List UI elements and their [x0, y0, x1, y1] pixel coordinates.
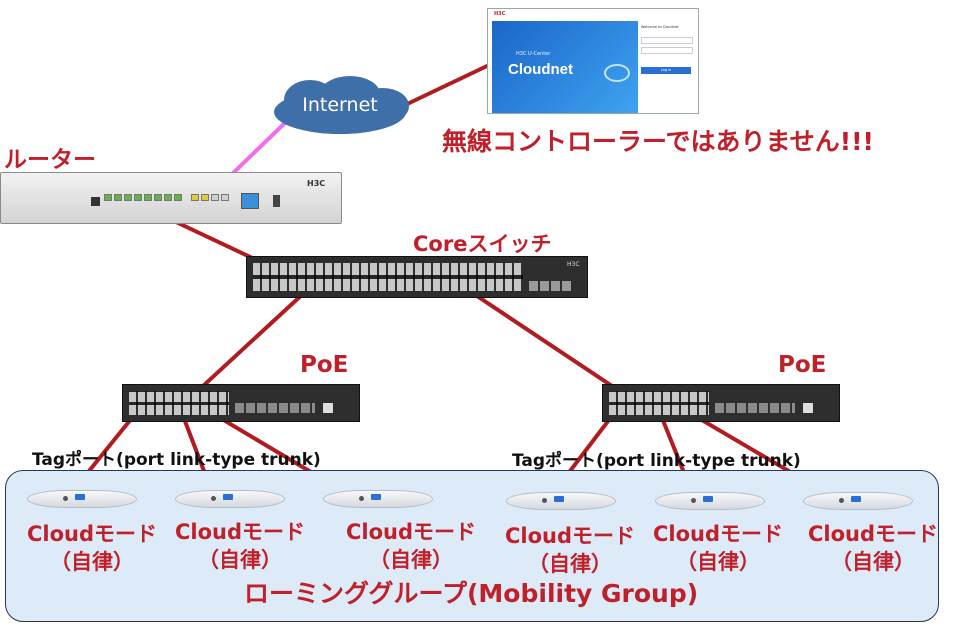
warning-text: 無線コントローラーではありません!!!: [442, 127, 874, 156]
ap-mode: Cloudモード: [26, 522, 158, 546]
poe-right-console: [803, 403, 813, 413]
ap-mode: Cloudモード: [652, 522, 784, 546]
access-point-1: [27, 488, 137, 514]
access-point-4: [506, 490, 616, 516]
poe-right-sfp: [715, 403, 795, 413]
ap-label-5: Cloudモード （自律）: [648, 520, 788, 576]
ap-sub: （自律）: [50, 550, 134, 574]
cloud-outline-icon: [604, 64, 630, 82]
cloudnet-hero: H3C U-Center Cloudnet: [492, 21, 638, 113]
access-point-5: [655, 490, 765, 516]
router-console-port: [241, 193, 259, 209]
poe-right-ports: [609, 391, 709, 415]
core-switch: H3C: [246, 256, 588, 298]
ap-mode: Cloudモード: [807, 522, 939, 546]
cloudnet-user-field: [641, 37, 693, 44]
router-device: H3C: [0, 172, 342, 224]
poe-left-sfp: [235, 403, 315, 413]
ap-mode: Cloudモード: [504, 524, 636, 548]
poe-right-label: PoE: [778, 352, 827, 378]
core-switch-ports: [253, 263, 523, 291]
core-switch-brand: H3C: [567, 261, 580, 268]
cloudnet-login-panel: Welcome to Cloudnet Log in: [638, 21, 696, 113]
ap-mode: Cloudモード: [345, 520, 477, 544]
ap-sub: （自律）: [831, 550, 915, 574]
router-usb-port: [273, 195, 280, 207]
ap-sub: （自律）: [528, 552, 612, 576]
ap-sub: （自律）: [369, 548, 453, 572]
access-point-3: [323, 488, 433, 514]
ap-label-6: Cloudモード （自律）: [803, 520, 943, 576]
cloudnet-pass-field: [641, 47, 693, 54]
ap-label-3: Cloudモード （自律）: [341, 518, 481, 574]
ap-label-2: Cloudモード （自律）: [170, 518, 310, 574]
cloud-icon: [274, 76, 409, 134]
router-brand: H3C: [307, 179, 326, 188]
core-switch-label: Coreスイッチ: [413, 232, 552, 256]
ap-label-4: Cloudモード （自律）: [500, 522, 640, 578]
ap-mode: Cloudモード: [174, 520, 306, 544]
cloudnet-screenshot: H3C H3C U-Center Cloudnet Welcome to Clo…: [487, 8, 699, 114]
trunk-left-label: Tagポート(port link-type trunk): [32, 450, 321, 470]
access-point-6: [803, 490, 913, 516]
router-lan-ports: [104, 194, 182, 201]
cloudnet-login-button: Log in: [641, 67, 691, 74]
access-point-2: [175, 488, 285, 514]
router-wan-ports: [191, 194, 229, 201]
poe-left-console: [323, 403, 333, 413]
poe-left-label: PoE: [300, 352, 349, 378]
roaming-group-box: [5, 470, 939, 622]
trunk-right-label: Tagポート(port link-type trunk): [512, 451, 801, 471]
cloudnet-brand: H3C: [494, 11, 506, 17]
router-label: ルーター: [4, 147, 96, 173]
ap-label-1: Cloudモード （自律）: [22, 520, 162, 576]
cloudnet-product: H3C U-Center: [516, 51, 551, 57]
internet-cloud: Internet: [265, 76, 415, 138]
poe-switch-left: [122, 384, 360, 422]
internet-label: Internet: [302, 94, 378, 116]
router-power-port: [91, 197, 100, 206]
cloudnet-login-header: Welcome to Cloudnet: [641, 25, 679, 29]
poe-left-ports: [129, 391, 229, 415]
roaming-group-label: ローミンググループ(Mobility Group): [244, 579, 699, 608]
poe-switch-right: [602, 384, 840, 422]
core-poe-left-link: [188, 290, 307, 400]
cloudnet-title: Cloudnet: [508, 61, 573, 78]
core-poe-right-link: [463, 286, 632, 400]
cloudnet-link: [401, 64, 489, 108]
ap-sub: （自律）: [676, 550, 760, 574]
core-switch-uplinks: [529, 281, 573, 291]
ap-sub: （自律）: [198, 548, 282, 572]
